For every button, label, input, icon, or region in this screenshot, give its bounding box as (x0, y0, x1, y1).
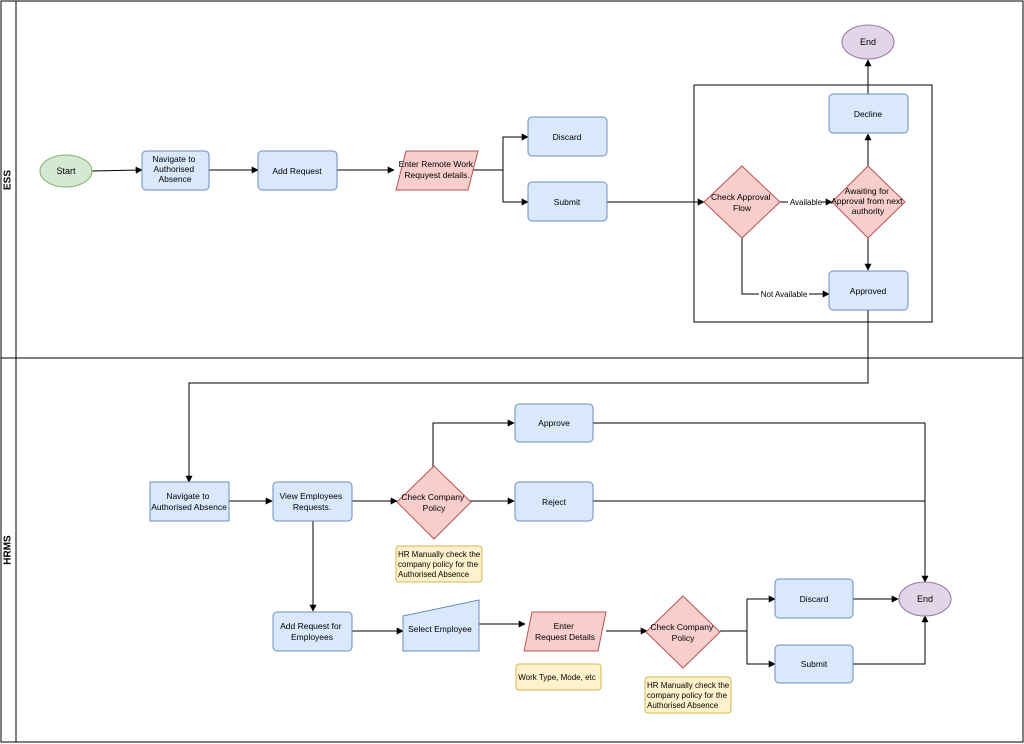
view-requests-line-2: Requests. (293, 502, 331, 512)
decline-label: Decline (854, 109, 883, 119)
svg-text:View Employees Requests.: View Employees Requests. (279, 491, 344, 512)
work-type-note-label: Work Type, Mode, etc (518, 673, 596, 682)
ess-discard-label: Discard (553, 132, 582, 142)
ess-enter-details-line-2: Requyest details. (404, 170, 469, 180)
ess-submit-process: Submit (527, 181, 608, 222)
ess-add-request-process: Add Request (257, 150, 338, 191)
decline-process: Decline (828, 93, 909, 134)
check-approval-flow-decision: Check Approval Flow (703, 165, 781, 239)
start-node: Start (39, 154, 93, 188)
svg-text:Enter Request Details: Enter Request Details (535, 621, 595, 642)
approved-label: Approved (850, 286, 887, 296)
hrms-submit-label: Submit (801, 659, 828, 669)
ess-add-request-label: Add Request (272, 166, 322, 176)
check-policy-2-line-1: Check Company (650, 622, 714, 632)
lane-label-hrms: HRMS (3, 535, 14, 565)
select-employee-manual-input: Select Employee (402, 599, 480, 652)
hrms-submit-process: Submit (774, 644, 854, 684)
svg-text:Check Approval Flow: Check Approval Flow (711, 192, 773, 213)
awaiting-line-3: authority (852, 206, 885, 216)
ess-discard-process: Discard (527, 116, 608, 157)
add-request-emp-line-1: Add Request for (280, 621, 342, 631)
ess-navigate-line-3: Absence (158, 174, 191, 184)
policy-note-2-line-3: Authorised Absence (647, 701, 719, 710)
reject-process: Reject (514, 481, 594, 522)
svg-text:HR Manually check the co: HR Manually check the company policy for… (398, 550, 483, 579)
check-approval-flow-line-2: Flow (733, 203, 752, 213)
awaiting-line-1: Awaiting for (845, 186, 889, 196)
hrms-discard-label: Discard (800, 594, 829, 604)
enter-request-line-1: Enter (554, 621, 574, 631)
svg-text:Add Request for Employee: Add Request for Employees (280, 621, 344, 642)
policy-note-2-line-2: company policy for the (647, 691, 728, 700)
hrms-end-label: End (917, 594, 933, 604)
policy-note-2: HR Manually check the company policy for… (644, 676, 732, 714)
check-company-policy-decision-1: Check Company Policy (396, 465, 472, 540)
policy-note-1-line-1: HR Manually check the (398, 550, 481, 559)
swimlane-hrms: HRMS (0, 357, 1024, 743)
policy-note-1-line-3: Authorised Absence (398, 570, 470, 579)
enter-request-line-2: Request Details (535, 632, 595, 642)
work-type-note: Work Type, Mode, etc (515, 663, 602, 691)
ess-enter-details-input: Enter Remote Work Requyest details. (395, 150, 479, 191)
ess-enter-details-line-1: Enter Remote Work (399, 159, 474, 169)
ess-navigate-process: Navigate to Authorised Absence (141, 150, 210, 191)
svg-text:Navigate to Authorised: Navigate to Authorised Absence (152, 154, 197, 184)
hrms-navigate-line-1: Navigate to (166, 491, 209, 501)
view-requests-line-1: View Employees (279, 491, 342, 501)
awaiting-line-2: Approval from next (831, 196, 903, 206)
check-approval-flow-line-1: Check Approval (711, 192, 771, 202)
add-request-for-employees-process: Add Request for Employees (272, 611, 353, 652)
svg-text:Navigate to Authorised A: Navigate to Authorised Absence (151, 491, 227, 512)
ess-submit-label: Submit (554, 197, 581, 207)
connectors-hrms (229, 419, 929, 668)
hrms-end-node: End (898, 581, 952, 617)
approve-process: Approve (514, 403, 594, 443)
edge-label-not-available: Not Available (761, 290, 808, 299)
hrms-discard-process: Discard (774, 578, 854, 619)
check-policy-2-line-2: Policy (672, 633, 695, 643)
hrms-navigate-line-2: Authorised Absence (151, 502, 227, 512)
connectors-ess (91, 59, 872, 483)
svg-text:Awaiting for Approval fr: Awaiting for Approval from next authorit… (831, 186, 905, 216)
view-employees-requests-process: View Employees Requests. (272, 481, 353, 522)
svg-text:Check Company Policy: Check Company Policy (650, 622, 715, 643)
ess-navigate-line-1: Navigate to (152, 154, 195, 164)
check-company-policy-decision-2: Check Company Policy (645, 595, 721, 669)
select-employee-label: Select Employee (408, 624, 472, 634)
approved-process: Approved (828, 270, 909, 311)
policy-note-2-line-1: HR Manually check the (647, 681, 730, 690)
edge-label-available: Available (790, 198, 823, 207)
ess-end-label: End (860, 37, 876, 47)
svg-text:Check Company Policy: Check Company Policy (401, 492, 466, 513)
check-policy-1-line-2: Policy (423, 503, 446, 513)
approve-label: Approve (538, 418, 570, 428)
check-policy-1-line-1: Check Company (401, 492, 465, 502)
svg-text:HR Manually check the co: HR Manually check the company policy for… (647, 681, 732, 710)
ess-end-node: End (841, 24, 895, 60)
enter-request-details-input: Enter Request Details (523, 611, 607, 652)
awaiting-approval-decision: Awaiting for Approval from next authorit… (831, 165, 906, 239)
svg-text:Enter Remote Work Requye: Enter Remote Work Requyest details. (399, 159, 476, 180)
policy-note-1-line-2: company policy for the (398, 560, 479, 569)
lane-label-ess: ESS (3, 170, 14, 190)
hrms-navigate-process: Navigate to Authorised Absence (149, 481, 230, 522)
ess-navigate-line-2: Authorised (153, 164, 194, 174)
add-request-emp-line-2: Employees (291, 632, 333, 642)
start-label: Start (56, 166, 76, 176)
reject-label: Reject (542, 497, 567, 507)
policy-note-1: HR Manually check the company policy for… (395, 545, 483, 583)
approval-flow-group (693, 84, 933, 323)
